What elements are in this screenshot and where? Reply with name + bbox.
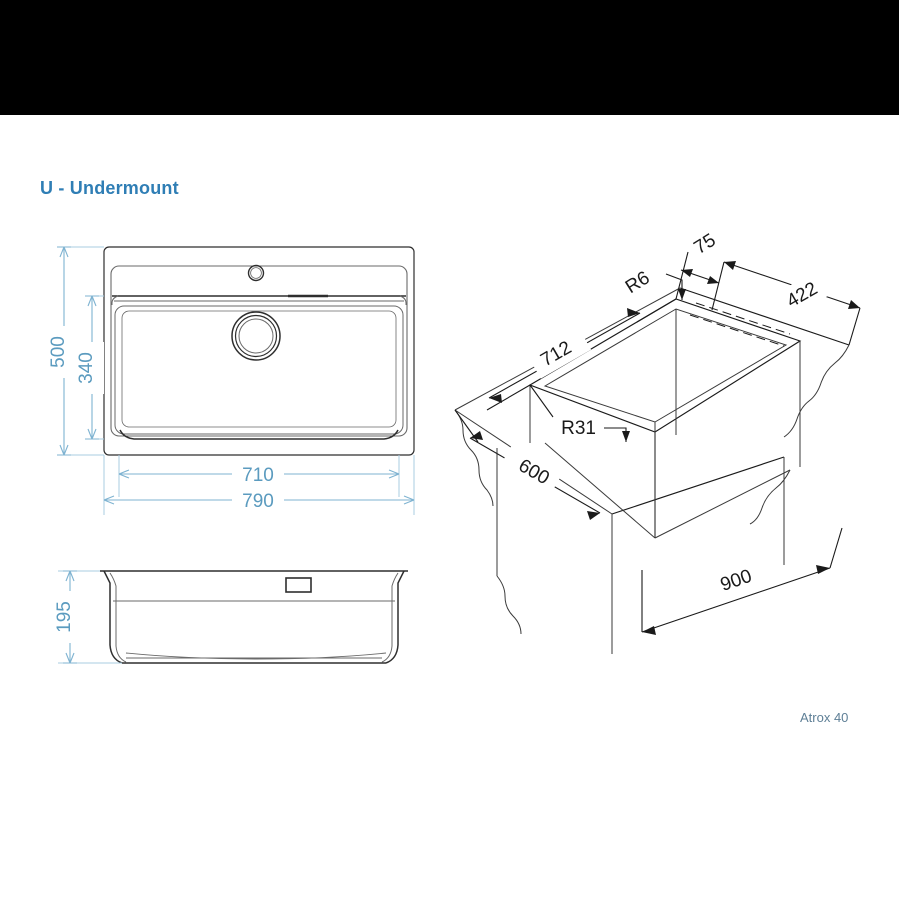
dim-195: 195 — [54, 601, 75, 633]
arrow-195-bottom — [65, 652, 75, 664]
iso-hidden-edge-2 — [689, 314, 785, 347]
dimtxt-bg-790 — [232, 488, 284, 512]
dim-710: 710 — [242, 465, 274, 486]
ext-422-right — [848, 307, 861, 346]
elev-right-wall — [385, 570, 405, 664]
dim-790: 790 — [242, 491, 274, 512]
tick-340 — [85, 295, 99, 440]
product-caption: Atrox 40 — [800, 710, 849, 725]
iso-basin-bottom-left — [544, 442, 656, 539]
tap-hole-inner — [250, 267, 262, 279]
arrow-500-top — [59, 246, 69, 258]
iso-worktop-far-edge — [679, 287, 850, 346]
overflow-slot-icon — [285, 577, 312, 593]
dim-340: 340 — [76, 352, 97, 384]
arrow-712-right — [627, 308, 640, 317]
dimtxt-bg-600 — [498, 443, 564, 497]
arrow-R31 — [622, 431, 630, 442]
dim-500: 500 — [48, 336, 69, 368]
arrow-R6 — [678, 289, 686, 300]
tick-195 — [63, 570, 77, 664]
dimtxt-bg-712 — [526, 325, 592, 379]
elev-left-wall-inner — [109, 572, 127, 663]
arrow-790-left — [103, 495, 115, 505]
dimtxt-bg-710 — [232, 462, 284, 486]
tap-hole-icon — [247, 264, 265, 282]
arrow-75-right — [707, 276, 719, 284]
ext-712-b — [636, 298, 677, 323]
arrow-500-bottom — [59, 444, 69, 456]
iso-cutout-opening — [528, 298, 802, 433]
plan-bowl-floor — [114, 305, 404, 435]
arrow-195-top — [65, 570, 75, 582]
iso-break-underside-right — [749, 469, 791, 525]
dimtxt-bg-500 — [52, 326, 76, 378]
arrow-422-right — [848, 300, 860, 309]
arrow-900-left — [642, 626, 656, 635]
iso-basin-bottom-right — [654, 469, 791, 539]
iso-break-left — [454, 409, 494, 507]
iso-cutout-rim — [543, 308, 788, 423]
arrow-75-left — [681, 269, 693, 277]
drain-ring-outer — [231, 311, 281, 361]
dim-R6: R6 — [622, 267, 654, 298]
elev-left-wall — [103, 570, 123, 664]
page-title: U - Undermount — [40, 178, 179, 198]
arrow-600-right — [587, 511, 600, 520]
elev-bottom-curve — [125, 652, 387, 660]
tick-500 — [57, 246, 71, 456]
arrow-790-right — [403, 495, 415, 505]
plan-ledge-left-return — [111, 295, 119, 305]
plan-bowl-floor-inner — [121, 310, 397, 428]
dimtxt-bg-900 — [706, 556, 770, 602]
iso-break-right — [783, 344, 850, 438]
plan-bowl-outline — [110, 265, 408, 437]
iso-break-underside-left — [496, 575, 522, 635]
dim-75: 75 — [691, 230, 720, 259]
dimtxt-bg-195 — [58, 591, 82, 643]
drain-ring-inner — [238, 318, 274, 354]
dimline-900 — [641, 567, 831, 633]
arrow-422-left — [724, 261, 736, 270]
letterbox-top-bar — [0, 0, 899, 115]
drain-ring-mid — [234, 314, 278, 358]
arrow-340-top — [87, 295, 97, 307]
dimtxt-bg-340 — [80, 342, 104, 394]
ext-600-b — [529, 384, 554, 418]
plan-bottom-band — [119, 429, 399, 440]
ext-75-b — [711, 261, 725, 311]
elev-right-wall-inner — [381, 572, 399, 663]
iso-hidden-edge-1 — [695, 302, 791, 335]
dim-R31: R31 — [561, 418, 596, 439]
arrow-900-right — [816, 565, 830, 574]
arrow-710-left — [118, 469, 130, 479]
ext-900-right — [829, 527, 843, 569]
ext-712-a — [486, 384, 531, 411]
plan-ledge-right-return — [399, 295, 407, 305]
ext-75-a — [675, 251, 689, 300]
leader-R31 — [604, 427, 627, 442]
arrow-600-left — [470, 431, 483, 440]
iso-worktop-near-edge-right — [611, 456, 785, 515]
arrow-710-right — [388, 469, 400, 479]
dimtxt-bg-422 — [773, 266, 837, 320]
arrow-712-left — [489, 394, 502, 403]
arrow-340-bottom — [87, 428, 97, 440]
